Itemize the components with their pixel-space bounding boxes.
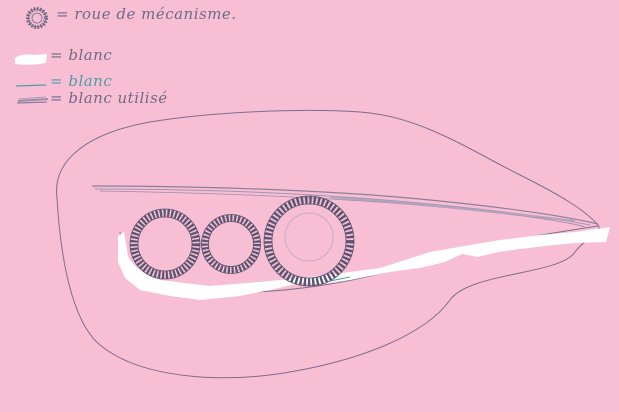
mechanism-wheel-right (264, 196, 354, 286)
legend-white-swatch-icon (15, 54, 47, 65)
mechanism-wheel-middle (202, 215, 261, 274)
legend-line-icon (16, 85, 46, 86)
legend-wheel-icon (28, 9, 46, 27)
legend-used-white-icon (17, 97, 48, 103)
mechanism-wheel-left (130, 209, 200, 279)
